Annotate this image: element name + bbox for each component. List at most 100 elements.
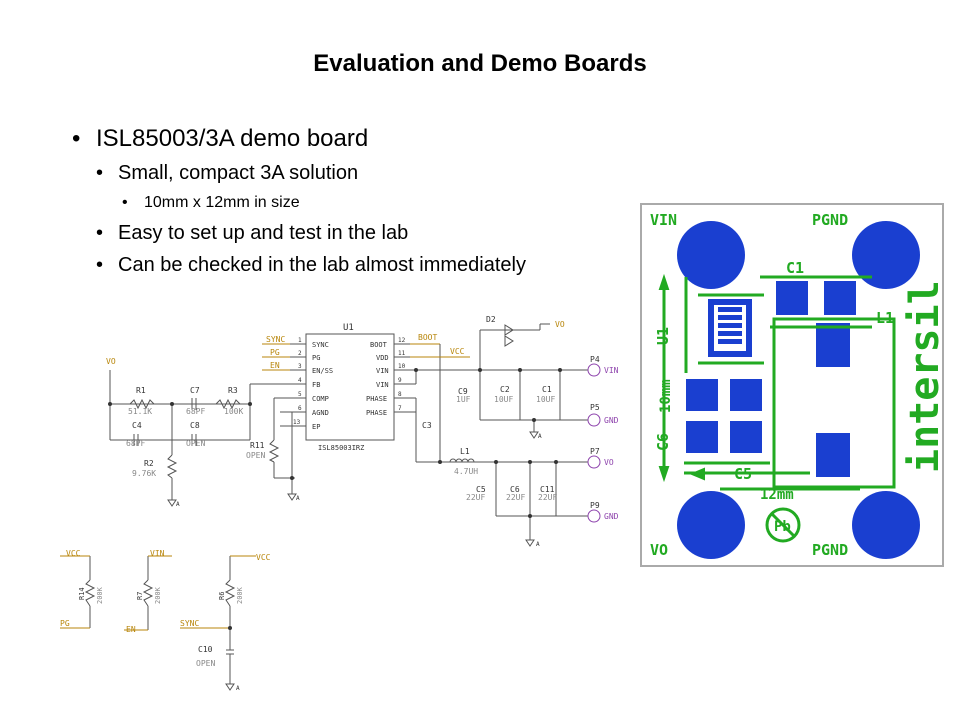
net-vcc-r14: VCC xyxy=(66,549,81,558)
pcb-label-c6: C6 xyxy=(654,433,672,451)
value-c9: 1UF xyxy=(456,395,471,404)
value-r7: 200K xyxy=(154,586,162,604)
port-gnd-label: GND xyxy=(604,416,619,425)
pcb-dim-width: 12mm xyxy=(760,487,794,503)
pin-l3: EN/SS xyxy=(312,367,333,375)
label-c10: C10 xyxy=(198,645,213,654)
pcb-label-vin: VIN xyxy=(650,211,677,229)
label-r14: R14 xyxy=(78,587,86,600)
net-vo-left: VO xyxy=(106,357,116,366)
net-pg: PG xyxy=(270,348,280,357)
label-c1: C1 xyxy=(542,385,552,394)
pcb-label-pgnd-top: PGND xyxy=(812,211,848,229)
pin-r4-num: 9 xyxy=(398,377,402,384)
pin-l5: COMP xyxy=(312,395,329,403)
label-c6: C6 xyxy=(510,485,520,494)
bullet-sub-3: Can be checked in the lab almost immedia… xyxy=(72,252,632,278)
bullet-main: ISL85003/3A demo board xyxy=(72,124,632,154)
pin-l1: SYNC xyxy=(312,341,329,349)
pin-r6: PHASE xyxy=(366,409,387,417)
value-r6: 200K xyxy=(236,586,244,604)
label-p5: P5 xyxy=(590,403,600,412)
pin-r2-num: 11 xyxy=(398,350,406,357)
label-p7: P7 xyxy=(590,447,600,456)
value-c7: 68PF xyxy=(186,407,205,416)
value-l1: 4.7UH xyxy=(454,467,478,476)
pb-free-icon: Pb xyxy=(765,507,801,543)
label-r11: R11 xyxy=(250,441,265,450)
net-vcc-r6: VCC xyxy=(256,553,271,562)
pcb-brand: intersil xyxy=(902,280,944,473)
gnd-a-3: A xyxy=(538,433,542,440)
pcb-label-pgnd-bottom: PGND xyxy=(812,541,848,559)
value-r14: 200K xyxy=(96,586,104,604)
pad-pgnd-top xyxy=(852,221,920,289)
ic-ref: U1 xyxy=(343,323,354,333)
pin-r3-num: 10 xyxy=(398,363,406,370)
label-d2: D2 xyxy=(486,315,496,324)
value-c6: 22UF xyxy=(506,493,525,502)
gnd-a-1: A xyxy=(176,501,180,508)
pcb-pb-label: Pb xyxy=(774,519,791,535)
bullet-sub-2: Easy to set up and test in the lab xyxy=(72,220,632,246)
value-r3: 100K xyxy=(224,407,243,416)
gnd-a-2: A xyxy=(296,495,300,502)
value-c2: 10UF xyxy=(494,395,513,404)
bullet-sub-1-detail: 10mm x 12mm in size xyxy=(72,192,632,214)
pin-l3-num: 3 xyxy=(298,363,302,370)
pin-r2: VDD xyxy=(376,354,389,362)
pin-l7-num: 13 xyxy=(293,419,301,426)
port-p4 xyxy=(587,363,601,377)
net-en-bottom: EN xyxy=(126,625,136,634)
pin-l4-num: 4 xyxy=(298,377,302,384)
net-sync: SYNC xyxy=(266,335,285,344)
net-vin-r7: VIN xyxy=(150,549,165,558)
label-r3: R3 xyxy=(228,386,238,395)
port-p5 xyxy=(587,413,601,427)
pin-l2-num: 2 xyxy=(298,350,302,357)
pin-l6: AGND xyxy=(312,409,329,417)
pin-l7: EP xyxy=(312,423,320,431)
pcb-label-c5: C5 xyxy=(734,465,752,483)
pcb-dim-height: 10mm xyxy=(658,379,674,413)
port-vo-label: VO xyxy=(604,458,614,467)
net-vcc: VCC xyxy=(450,347,465,356)
pin-r1-num: 12 xyxy=(398,337,406,344)
net-en: EN xyxy=(270,361,280,370)
label-p4: P4 xyxy=(590,355,600,364)
value-r1: 51.1K xyxy=(128,407,152,416)
net-pg-bottom: PG xyxy=(60,619,70,628)
pin-r1: BOOT xyxy=(370,341,388,349)
slide-title: Evaluation and Demo Boards xyxy=(313,50,647,77)
schematic-diagram: U1 ISL85003IRZ SYNC PG EN/SS FB COMP AGN… xyxy=(60,315,619,692)
label-r6: R6 xyxy=(218,592,226,600)
pin-l5-num: 5 xyxy=(298,391,302,398)
port-p9 xyxy=(587,509,601,523)
net-sync-bottom: SYNC xyxy=(180,619,199,628)
pad-vin xyxy=(677,221,745,289)
label-l1: L1 xyxy=(460,447,470,456)
pin-r3: VIN xyxy=(376,367,389,375)
port-gnd2-label: GND xyxy=(604,512,619,521)
pin-l6-num: 6 xyxy=(298,405,302,412)
pin-r5: PHASE xyxy=(366,395,387,403)
label-c2: C2 xyxy=(500,385,510,394)
pcb-label-u1: U1 xyxy=(654,327,672,345)
net-boot: BOOT xyxy=(418,333,437,342)
label-r2: R2 xyxy=(144,459,154,468)
label-c7: C7 xyxy=(190,386,200,395)
port-p7 xyxy=(587,455,601,469)
pcb-label-c1: C1 xyxy=(786,259,804,277)
pcb-label-vo: VO xyxy=(650,541,668,559)
value-c8: OPEN xyxy=(186,439,205,448)
label-c11: C11 xyxy=(540,485,555,494)
ic-body xyxy=(305,333,395,441)
value-c11: 22UF xyxy=(538,493,557,502)
label-r1: R1 xyxy=(136,386,146,395)
pad-pgnd-bottom xyxy=(852,491,920,559)
bullet-list: ISL85003/3A demo board Small, compact 3A… xyxy=(72,124,632,278)
value-r2: 9.76K xyxy=(132,469,156,478)
label-c4: C4 xyxy=(132,421,142,430)
value-c1: 10UF xyxy=(536,395,555,404)
pin-l1-num: 1 xyxy=(298,337,302,344)
